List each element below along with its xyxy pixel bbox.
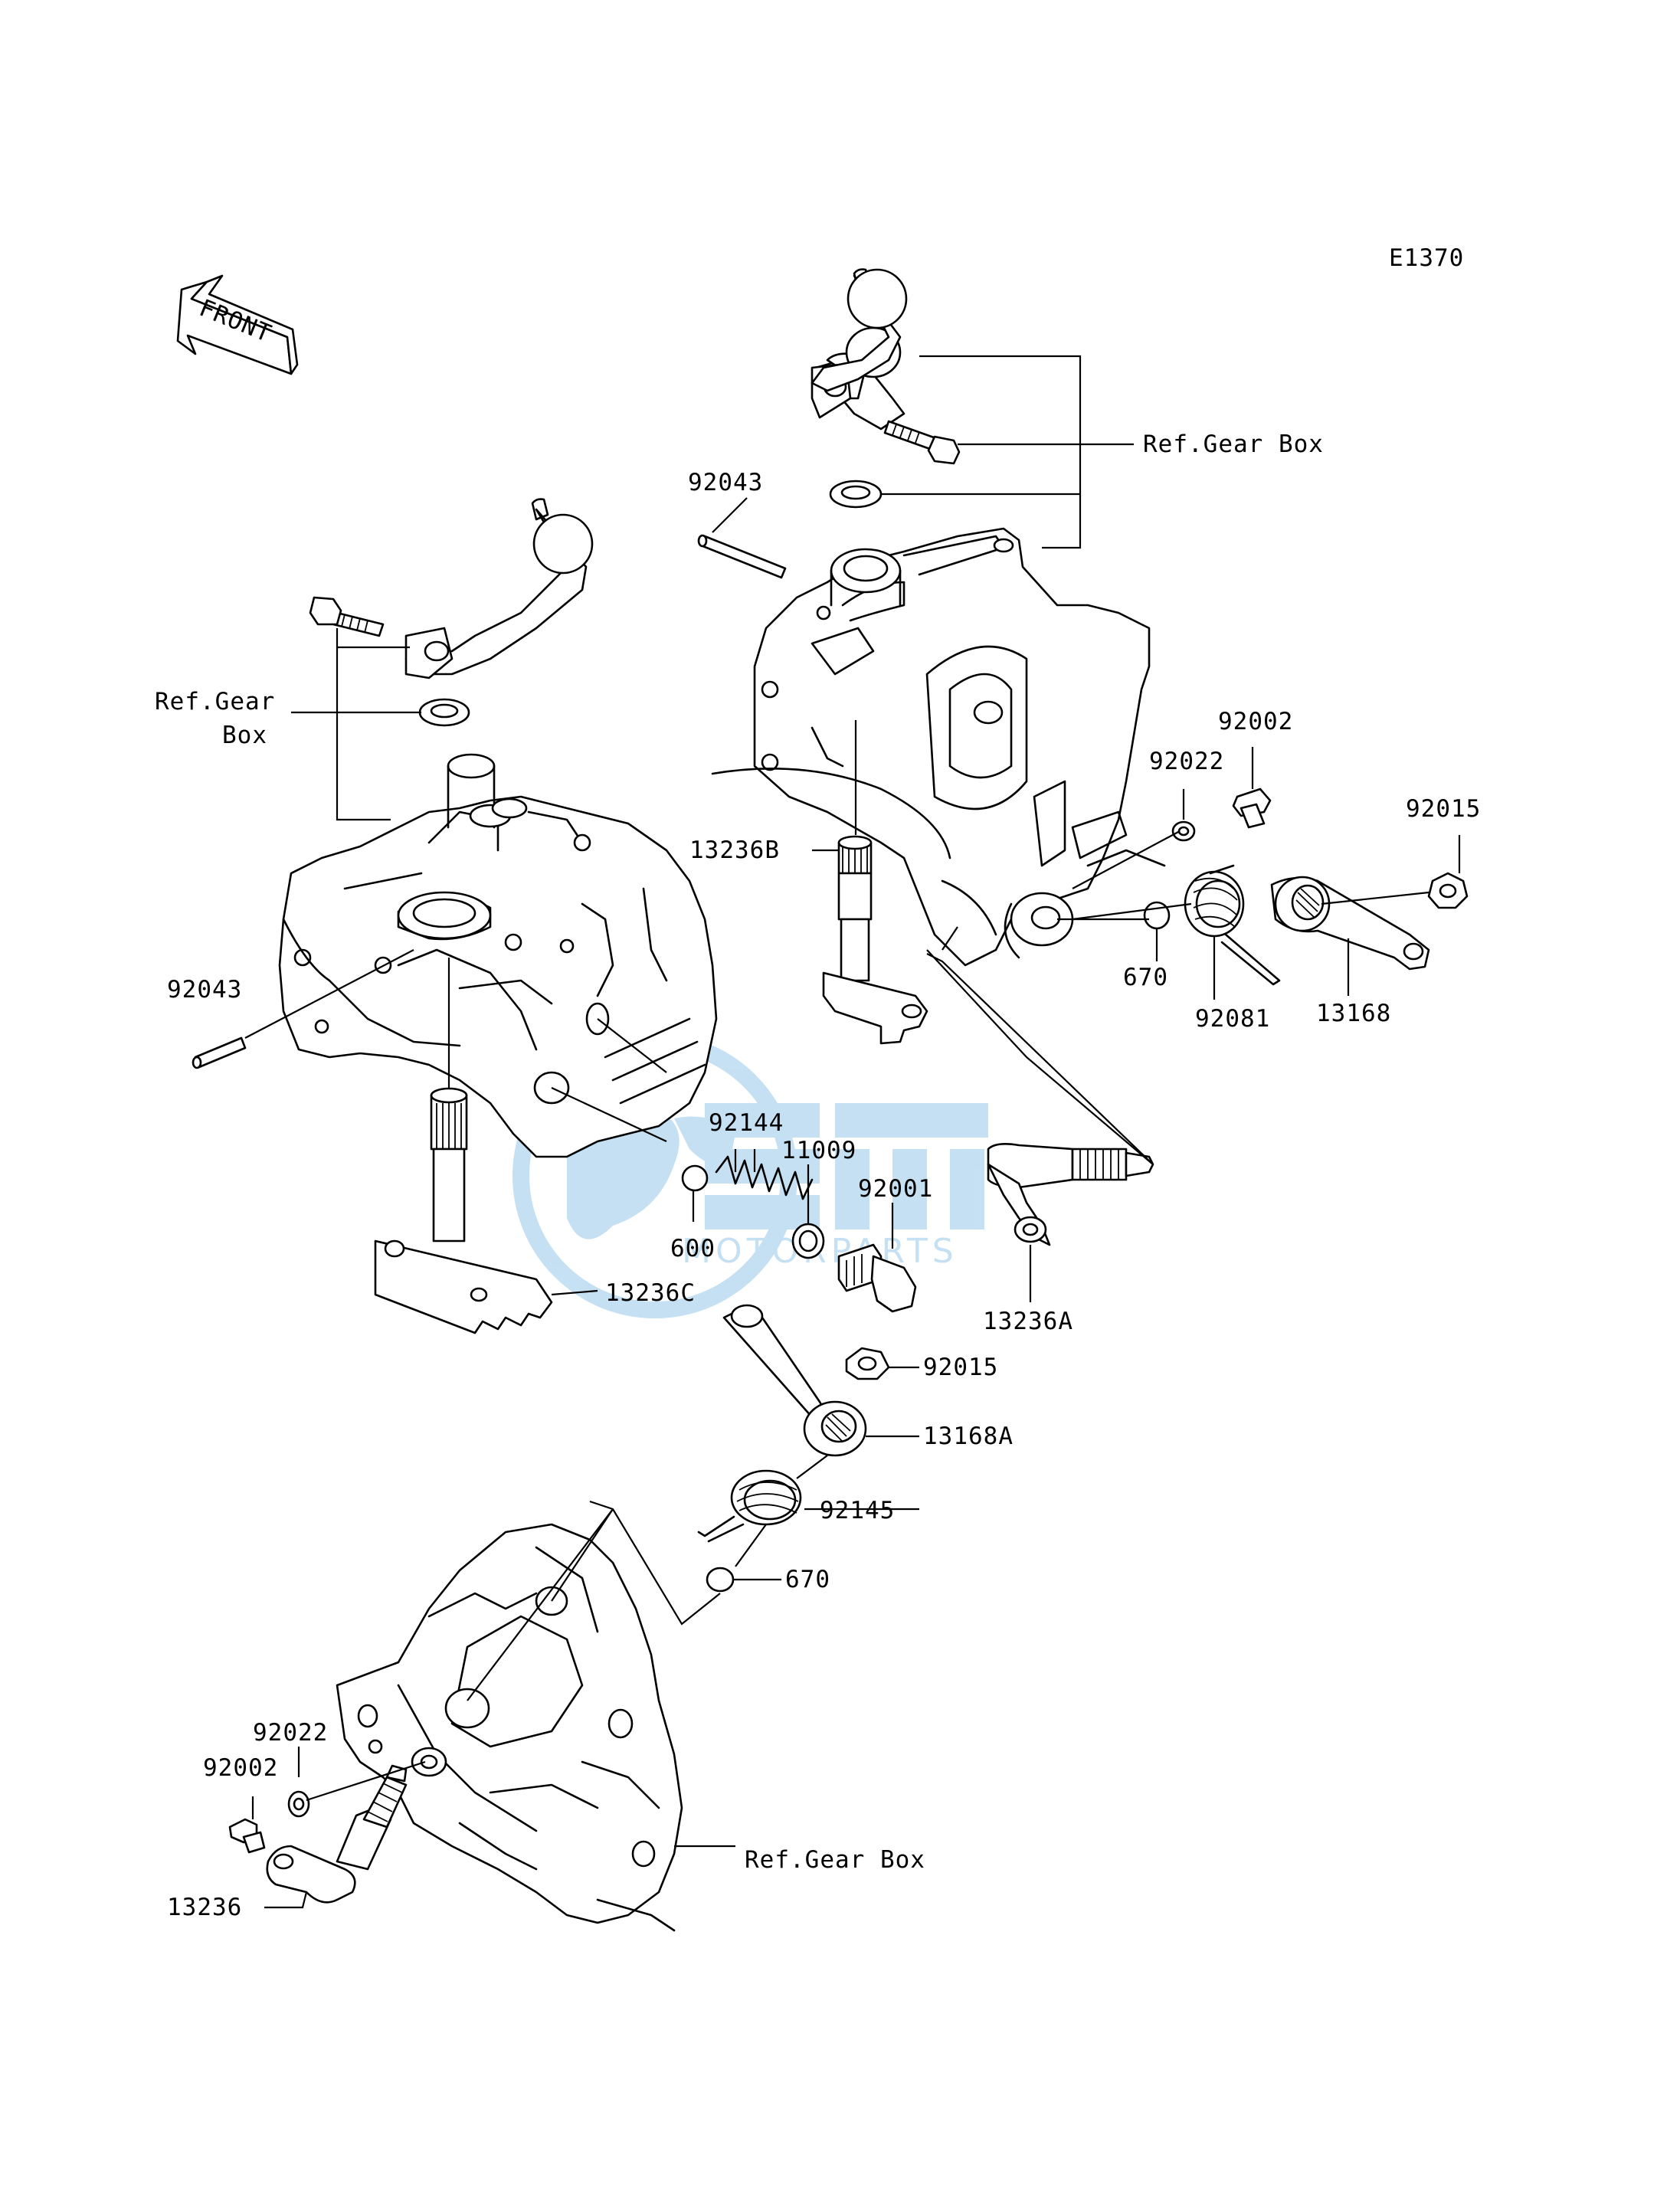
front-direction-arrow-icon: FRONT — [176, 274, 299, 375]
shaft-13236C — [374, 1087, 553, 1334]
label-92081: 92081 — [1195, 1005, 1270, 1033]
shift-arm-left — [404, 498, 594, 679]
gearbox-housing-bottom — [336, 1523, 683, 1932]
label-ref-gear-box-top: Ref.Gear Box — [1143, 431, 1324, 458]
bolt-ref-gear-box-left — [309, 596, 385, 637]
label-13168A: 13168A — [923, 1423, 1014, 1450]
washer-11009 — [791, 1223, 825, 1259]
oil-seal-upper-right — [829, 480, 883, 509]
label-92043-top: 92043 — [688, 469, 763, 496]
label-92022-right: 92022 — [1149, 748, 1224, 775]
washer-92022-right — [1171, 820, 1196, 842]
label-ref-gear-box-left-2: Box — [222, 722, 267, 749]
bolt-92002-right — [1232, 787, 1272, 829]
label-92015-right: 92015 — [1406, 795, 1481, 823]
label-92001: 92001 — [858, 1175, 933, 1203]
circlip-670-right — [1143, 901, 1171, 930]
label-ref-gear-box-bottom: Ref.Gear Box — [745, 1846, 925, 1874]
pin-92043-top — [697, 534, 787, 579]
label-670-mid: 670 — [785, 1566, 830, 1593]
label-92144: 92144 — [709, 1109, 784, 1137]
plug-92001 — [837, 1243, 917, 1313]
spring-92145 — [697, 1469, 802, 1543]
label-ref-gear-box-left-1: Ref.Gear — [155, 688, 275, 715]
washer-92022-bottom — [287, 1790, 310, 1818]
label-670-right: 670 — [1123, 964, 1168, 991]
gearbox-housing-upper-right — [711, 527, 1166, 967]
label-92145: 92145 — [820, 1497, 895, 1524]
gearbox-housing-left — [278, 753, 718, 1158]
shaft-13236 — [266, 1764, 408, 1904]
label-92043-left: 92043 — [167, 976, 242, 1004]
label-11009: 11009 — [781, 1137, 856, 1164]
callout-labels: E1370 Ref.Gear Box Ref.Gear Box Ref.Gear… — [155, 244, 1481, 1921]
label-13236A: 13236A — [983, 1308, 1073, 1335]
label-92022-bottom: 92022 — [253, 1719, 328, 1747]
leader-lines — [244, 355, 1461, 1909]
pin-92043-left — [192, 1036, 247, 1069]
label-92015-mid: 92015 — [923, 1354, 998, 1381]
label-13236: 13236 — [167, 1894, 242, 1921]
shaft-13236A — [987, 1143, 1154, 1246]
oil-seal-left — [418, 698, 470, 727]
shift-arm-upper-right — [811, 268, 908, 431]
lever-13168A — [722, 1304, 867, 1457]
diagram-code: E1370 — [1389, 244, 1464, 272]
ball-600 — [681, 1164, 709, 1192]
nut-92015-mid — [845, 1347, 890, 1380]
shaft-13236B — [822, 835, 928, 1045]
circlip-670-mid — [706, 1567, 735, 1593]
label-13236B: 13236B — [689, 837, 780, 864]
label-13168: 13168 — [1316, 1000, 1391, 1027]
label-92002-bottom: 92002 — [203, 1754, 278, 1782]
label-92002-right: 92002 — [1218, 708, 1293, 735]
spring-92144 — [715, 1155, 814, 1200]
bolt-ref-gear-box-top — [883, 420, 961, 465]
label-600: 600 — [670, 1235, 716, 1262]
label-13236C: 13236C — [605, 1279, 696, 1307]
bolt-92002-bottom — [228, 1818, 266, 1854]
spring-92081 — [1184, 864, 1281, 986]
nut-92015-right — [1427, 872, 1469, 909]
lever-13168 — [1270, 876, 1430, 971]
